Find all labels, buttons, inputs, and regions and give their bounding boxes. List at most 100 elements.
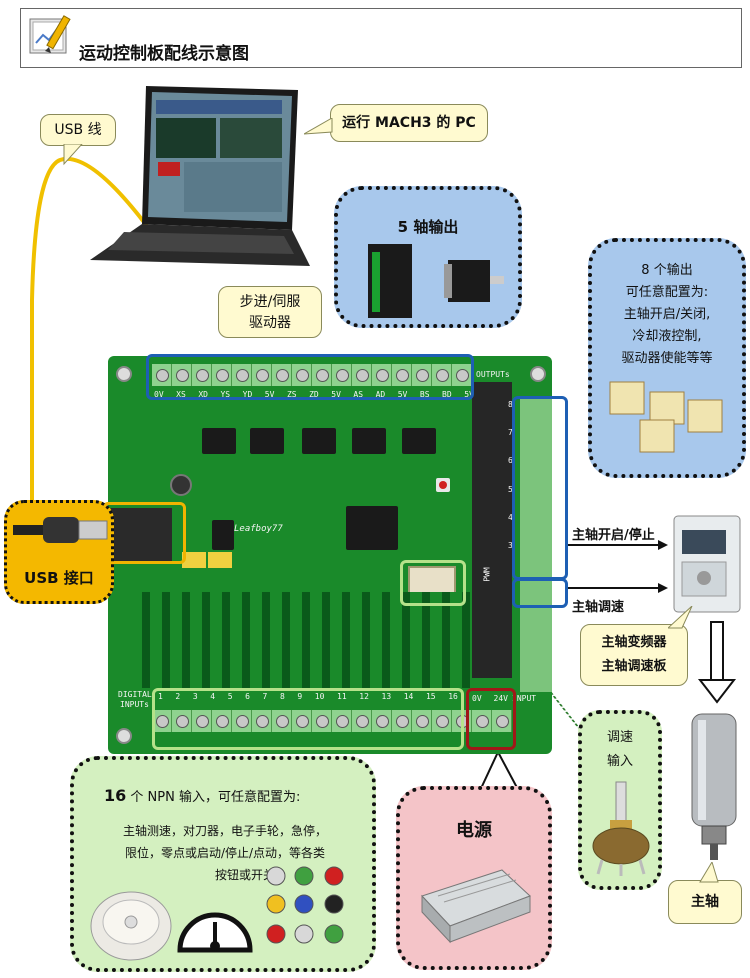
capacitor (208, 552, 232, 568)
top-pin-label: 5V (264, 390, 275, 399)
top-pin-label: AD (375, 390, 386, 399)
input-number-label: 11 (337, 692, 347, 701)
speed-input-line2: 输入 (606, 754, 633, 769)
input-number-label: 16 (448, 692, 458, 701)
outputs-line5: 驱动器使能等等 (621, 351, 713, 366)
callout-tail (304, 118, 333, 135)
input-terminal-highlight (152, 688, 464, 750)
input-number-label: 2 (175, 692, 181, 701)
inputs-box: 16 个 NPN 输入，可任意配置为: 主轴测速，对刀器，电子手轮，急停， 限位… (70, 756, 376, 972)
output-number-label: 4 (508, 512, 513, 522)
outputs-line4: 冷却液控制, (632, 329, 702, 344)
outputs-silk: OUTPUTs (476, 370, 510, 379)
vfd-line2: 主轴调速板 (601, 659, 667, 674)
power-terminal-highlight (466, 688, 516, 750)
spindle-label: 主轴 (668, 880, 742, 924)
output-terminal-highlight (512, 396, 568, 580)
outputs-box: 8 个输出 可任意配置为: 主轴开启/关闭, 冷却液控制, 驱动器使能等等 (588, 238, 746, 478)
inputs-title-num: 16 (104, 786, 127, 805)
right-terminal-block (520, 396, 552, 692)
callout-tail (668, 606, 693, 629)
stepper-driver-image (368, 244, 504, 318)
laptop-caption: 运行 MACH3 的 PC (330, 104, 488, 142)
output-number-label: 3 (508, 540, 513, 550)
capacitor (170, 474, 192, 496)
optocoupler-chip (352, 428, 386, 454)
vfd-line1: 主轴变频器 (601, 635, 667, 650)
inputs-silk: INPUTs (120, 700, 149, 709)
pwm-terminal-highlight (512, 578, 568, 608)
top-pin-label: YS (220, 390, 231, 399)
output-number-label: 7 (508, 428, 513, 438)
output-number-labels: 8 7 6 5 4 3 (508, 400, 520, 550)
optocoupler-chip (250, 428, 284, 454)
pencil-board-icon (29, 15, 71, 54)
relay-image (609, 381, 723, 453)
digital-silk: DIGITAL (118, 690, 152, 699)
power-label: 电源 (456, 820, 492, 841)
usb-plug-icon (13, 517, 108, 543)
input-number-label: 13 (381, 692, 392, 701)
top-pin-label: XD (198, 390, 208, 399)
input-led-row (130, 592, 470, 688)
gauge-icon (177, 912, 253, 953)
laptop-image (90, 86, 310, 266)
top-terminal-block (152, 364, 472, 386)
top-pin-label: YD (242, 390, 253, 399)
mount-hole (116, 728, 132, 744)
output-number-label: 8 (508, 400, 513, 409)
usb-port-highlight (102, 502, 186, 564)
capacitor (182, 552, 206, 568)
axis-terminal-highlight (146, 354, 474, 400)
mount-hole (116, 366, 132, 382)
optocoupler-chip (202, 428, 236, 454)
outputs-line1: 8 个输出 (641, 263, 693, 278)
usb-cable-label: USB 线 (40, 114, 116, 146)
spindle-image (691, 713, 737, 860)
input-number-label: 10 (314, 692, 325, 701)
inputs-line3: 按钮或开关 (214, 868, 275, 882)
speed-input-line1: 调速 (606, 730, 633, 745)
top-pin-label: 5V (331, 390, 341, 399)
input-number-label: 9 (297, 692, 303, 701)
top-pin-label: ZS (286, 390, 297, 399)
usb-port-box: USB 接口 (4, 500, 114, 604)
optocoupler-chip (402, 428, 436, 454)
outputs-line3: 主轴开启/关闭, (623, 307, 711, 322)
pwm-silk: PWM (482, 567, 492, 582)
input-number-label: 14 (403, 692, 414, 701)
output-number-label: 5 (508, 484, 513, 494)
top-pin-label: 0V (154, 390, 164, 399)
outputs-line2: 可任意配置为: (625, 285, 709, 300)
top-pin-label: XS (176, 390, 186, 399)
input-number-label: 6 (245, 692, 250, 701)
top-pin-label: BD (442, 390, 452, 399)
input-silk: INPUT (512, 694, 537, 703)
speed-input-box: 调速 输入 (578, 710, 662, 890)
handwheel-image (90, 891, 172, 961)
axis-output-title: 5 轴输出 (397, 218, 459, 236)
output-number-label: 6 (508, 456, 513, 466)
power-pin-label: 24V (493, 694, 508, 703)
brand-silk: Leafboy77 (234, 524, 283, 534)
top-pin-label: ZD (309, 390, 319, 399)
usb-port-label: USB 接口 (24, 569, 94, 587)
bottom-terminal-block (152, 710, 512, 732)
axis-output-box: 5 轴输出 (334, 186, 522, 328)
mount-hole (530, 366, 546, 382)
driver-label-line2: 驱动器 (249, 315, 291, 331)
spindle-speed-label: 主轴调速 (572, 600, 625, 615)
input-number-label: 8 (279, 692, 285, 701)
usb-socket (108, 508, 172, 562)
switch-buttons-image (266, 866, 344, 944)
power-box: 电源 (396, 786, 552, 970)
mcu-chip (346, 506, 398, 550)
callout-tail (63, 144, 83, 166)
inputs-title-rest: 个 NPN 输入，可任意配置为: (126, 790, 301, 805)
input-number-label: 12 (359, 692, 369, 701)
inputs-title: 16 个 NPN 输入，可任意配置为: (104, 786, 300, 805)
vfd-label: 主轴变频器 主轴调速板 (580, 624, 688, 686)
